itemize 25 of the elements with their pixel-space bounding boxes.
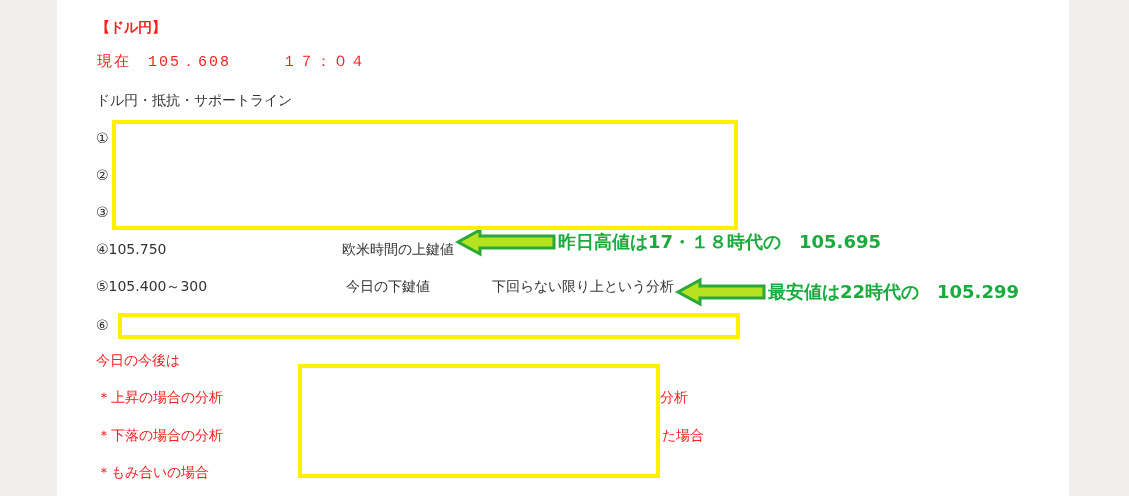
text-line: ＊もみ合いの場合 bbox=[97, 463, 209, 482]
text-line: ＊上昇の場合の分析 bbox=[97, 388, 223, 407]
annotation-text: 昨日高値は17・１８時代の 105.695 bbox=[558, 230, 882, 254]
redaction-box bbox=[112, 120, 738, 230]
redaction-box bbox=[298, 364, 660, 478]
text-line: ＊下落の場合の分析 bbox=[97, 426, 223, 445]
list-item: ⑤105.400～300 bbox=[96, 277, 208, 296]
list-number: ③ bbox=[96, 203, 109, 222]
text-line: 分析 bbox=[660, 388, 688, 407]
list-item: ④105.750 bbox=[96, 240, 167, 259]
list-number: ② bbox=[96, 166, 109, 185]
list-number: ⑥ bbox=[96, 316, 109, 335]
annotation-text: 最安値は22時代の 105.299 bbox=[768, 280, 1020, 304]
price-time-text: 現在 105．608 １７：０４ bbox=[97, 53, 367, 73]
text-line: た場合 bbox=[662, 426, 704, 445]
list-number: ① bbox=[96, 129, 109, 148]
text-line: 今日の今後は bbox=[96, 351, 180, 370]
text-line: 今日の下鍵値 bbox=[346, 277, 430, 296]
arrow bbox=[454, 227, 556, 257]
heading: 【ドル円】 bbox=[96, 18, 166, 37]
text-line: 下回らない限り上という分析 bbox=[492, 276, 674, 296]
text-line: 欧米時間の上鍵値 bbox=[342, 239, 454, 259]
arrow bbox=[674, 277, 766, 307]
text-line: ドル円・抵抗・サポートライン bbox=[96, 91, 292, 110]
redaction-box bbox=[118, 313, 740, 339]
